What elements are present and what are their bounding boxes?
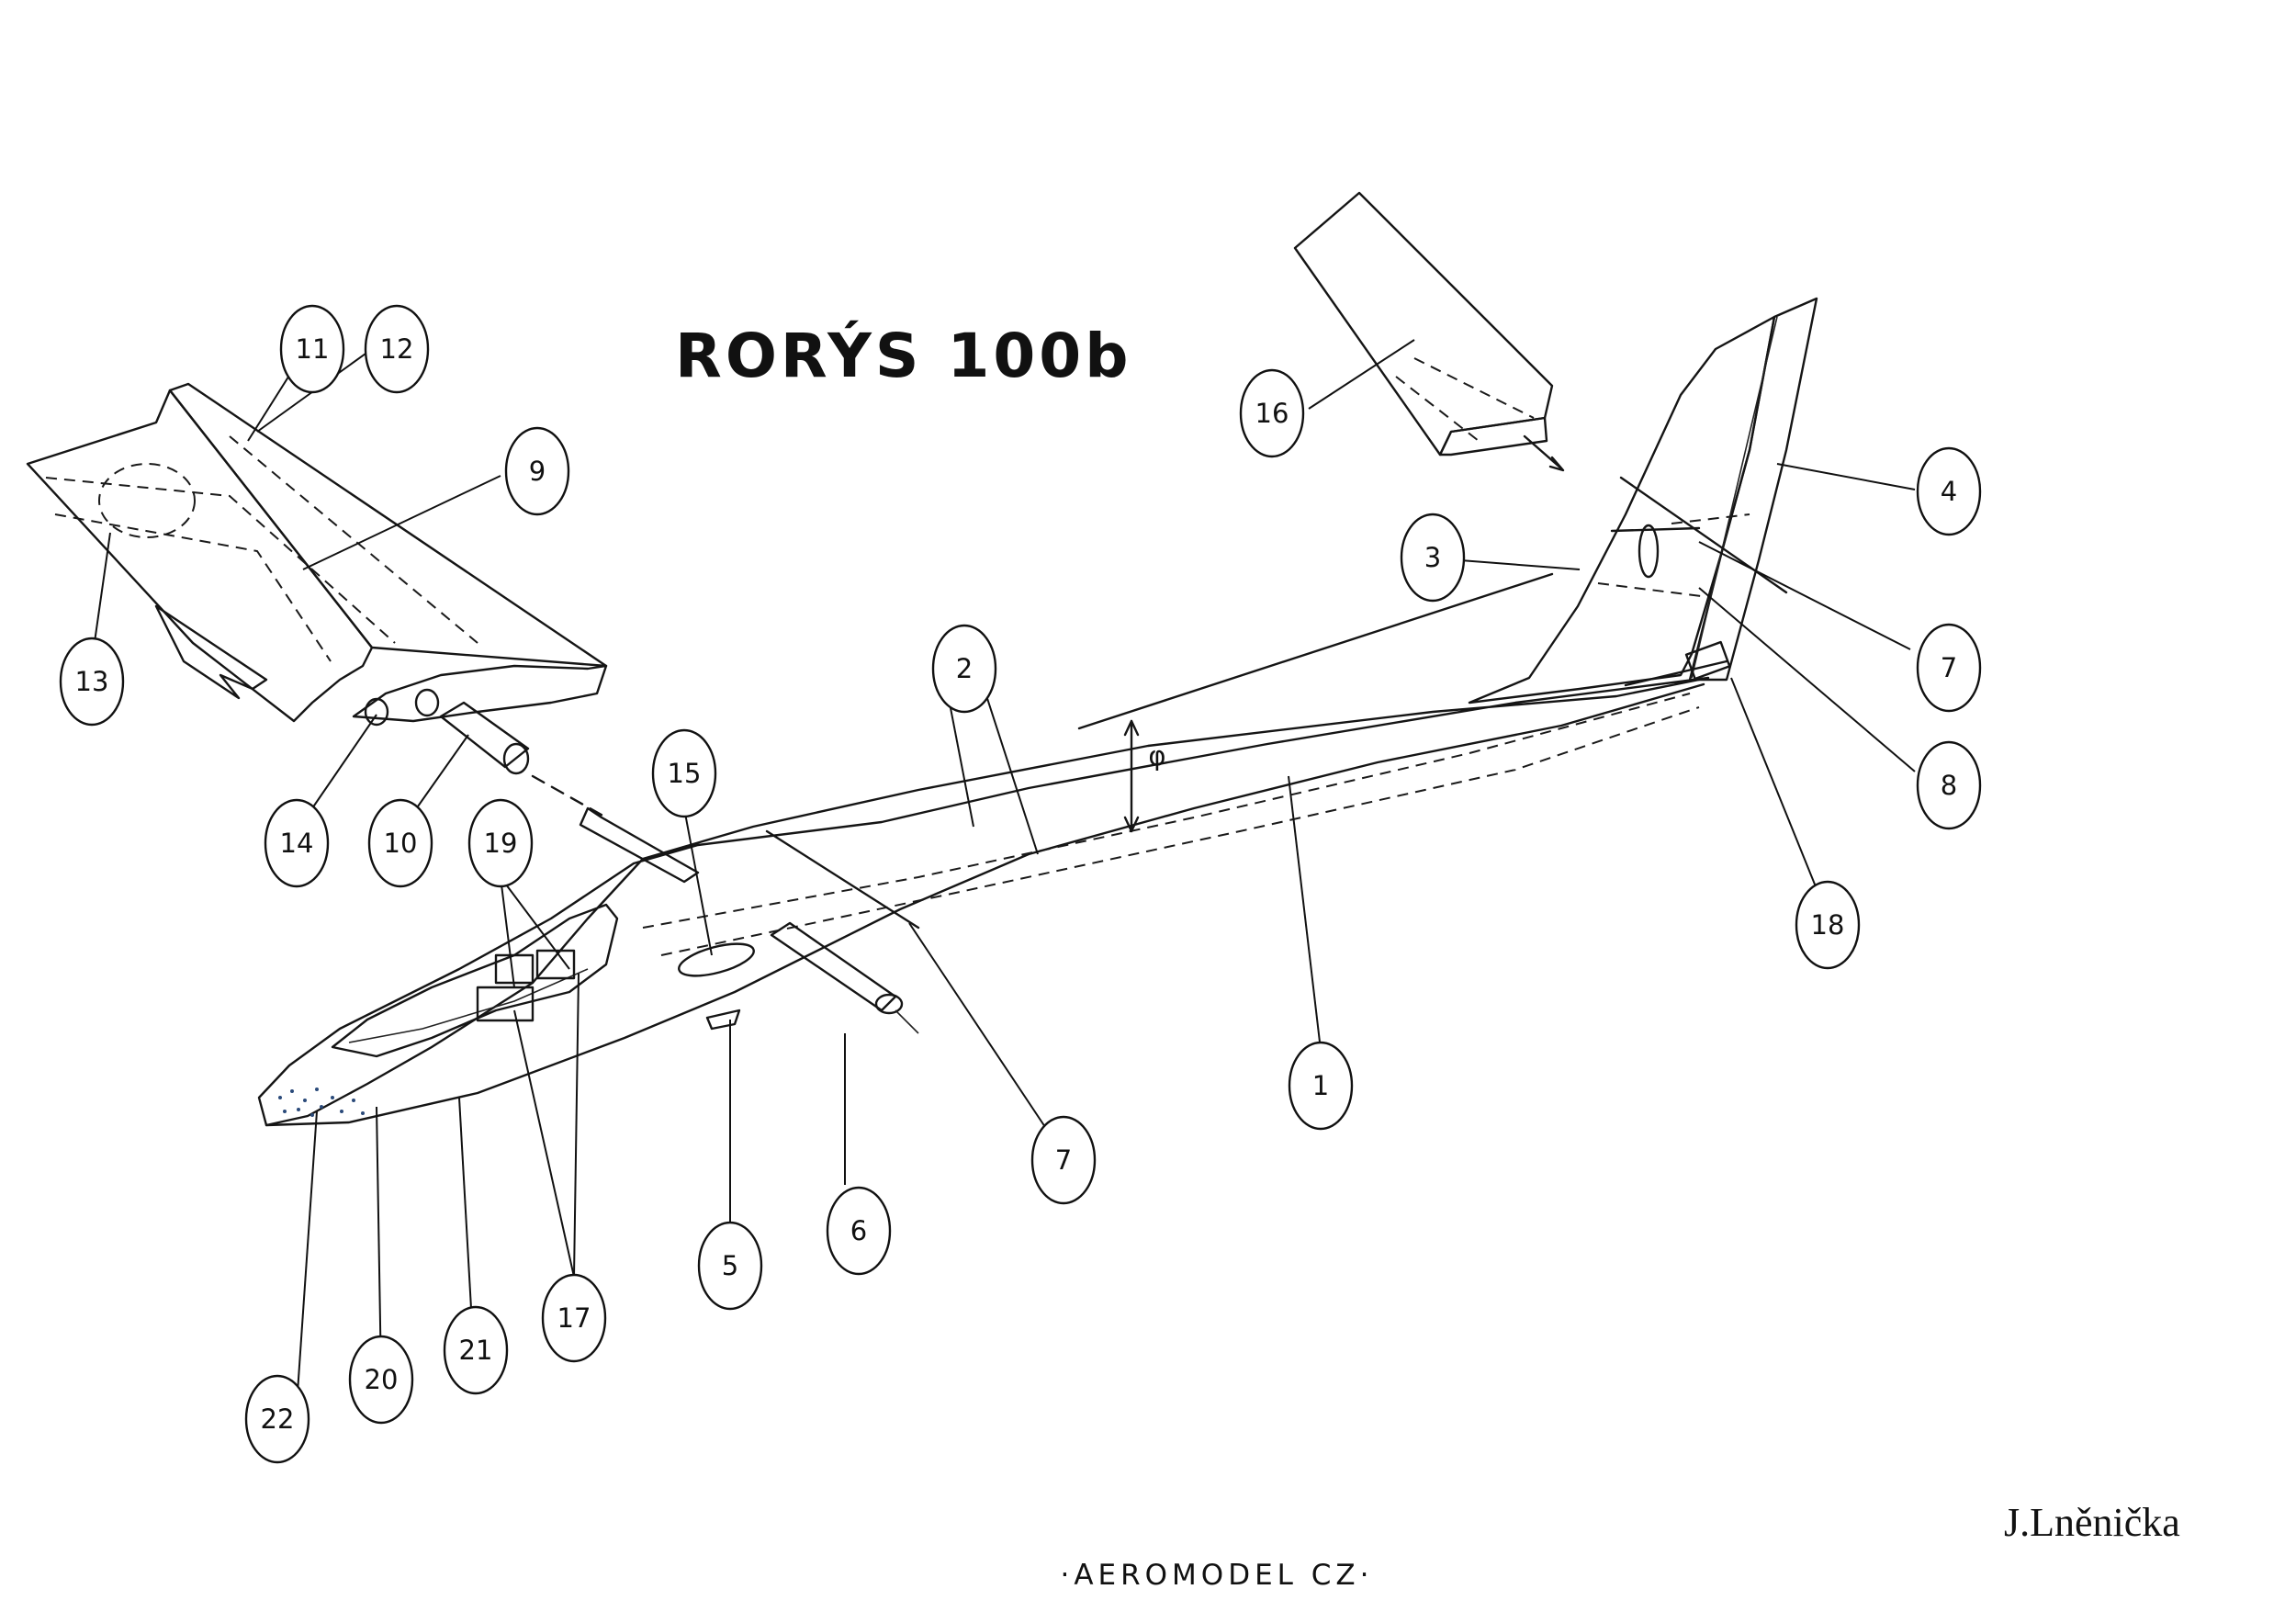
rear-wing-dowel (770, 921, 897, 1012)
svg-text:1: 1 (1312, 1070, 1329, 1101)
svg-text:19: 19 (484, 828, 518, 859)
svg-text:7: 7 (1055, 1144, 1072, 1176)
leader-lines (91, 339, 1916, 1420)
svg-text:12: 12 (380, 333, 414, 365)
callout-16: 16 (1239, 368, 1305, 458)
svg-text:15: 15 (668, 758, 702, 789)
callout-15: 15 (651, 728, 717, 818)
callout-12: 12 (364, 304, 430, 394)
author-signature: J.Lněnička (2004, 1500, 2180, 1545)
wing-top (26, 389, 374, 723)
nose-weight-area (278, 1088, 365, 1117)
callout-7-fuselage: 7 (1030, 1115, 1097, 1205)
wing-panel (26, 382, 608, 819)
rudder (1688, 297, 1818, 682)
svg-text:13: 13 (75, 666, 109, 697)
diagram-title: RORÝS 100b (675, 320, 1131, 391)
svg-text:17: 17 (557, 1302, 591, 1334)
angle-symbol: φ (1148, 740, 1165, 772)
callout-11: 11 (279, 304, 345, 394)
fin (1468, 315, 1776, 704)
tail-assembly (1468, 297, 1818, 704)
svg-text:7: 7 (1941, 652, 1957, 683)
svg-text:21: 21 (459, 1335, 493, 1366)
svg-text:16: 16 (1255, 398, 1289, 429)
svg-text:22: 22 (261, 1403, 295, 1435)
callout-14: 14 (264, 798, 330, 888)
callout-10: 10 (367, 798, 433, 888)
callout-20: 20 (348, 1335, 414, 1425)
svg-text:18: 18 (1811, 909, 1845, 941)
svg-text:9: 9 (529, 456, 546, 487)
front-wing-dowel (579, 806, 700, 884)
callout-2: 2 (931, 624, 997, 714)
callout-19: 19 (467, 798, 534, 888)
callout-7-tail: 7 (1916, 623, 1982, 713)
fuselage: φ (257, 572, 1710, 1127)
svg-text:10: 10 (384, 828, 418, 859)
svg-text:20: 20 (365, 1364, 399, 1395)
callout-13: 13 (59, 637, 125, 727)
svg-text:6: 6 (850, 1215, 867, 1246)
callout-8: 8 (1916, 740, 1982, 830)
callouts: 1 2 3 4 5 6 7 7 (59, 304, 1982, 1464)
wing-leading-edge (168, 382, 608, 668)
svg-text:2: 2 (956, 653, 973, 684)
svg-text:4: 4 (1941, 476, 1957, 507)
canopy (331, 903, 619, 1058)
callout-18: 18 (1795, 880, 1861, 970)
svg-text:14: 14 (280, 828, 314, 859)
wing-root-rib (352, 664, 608, 723)
callout-5: 5 (697, 1221, 763, 1311)
svg-text:11: 11 (296, 333, 330, 365)
svg-text:5: 5 (722, 1250, 738, 1281)
callout-3: 3 (1400, 513, 1466, 603)
callout-21: 21 (443, 1305, 509, 1395)
callout-4: 4 (1916, 446, 1982, 536)
wing-joiner-tube (439, 701, 530, 769)
fuselage-body (257, 676, 1710, 1127)
callout-9: 9 (504, 426, 570, 516)
svg-text:8: 8 (1941, 770, 1957, 801)
callout-1: 1 (1288, 1041, 1354, 1131)
callout-17: 17 (541, 1273, 607, 1363)
callout-22: 22 (244, 1374, 310, 1464)
svg-text:3: 3 (1424, 542, 1441, 573)
callout-6: 6 (826, 1186, 892, 1276)
publisher-footer: ·AEROMODEL CZ· (1060, 1559, 1373, 1592)
stabilizer (1293, 191, 1565, 472)
